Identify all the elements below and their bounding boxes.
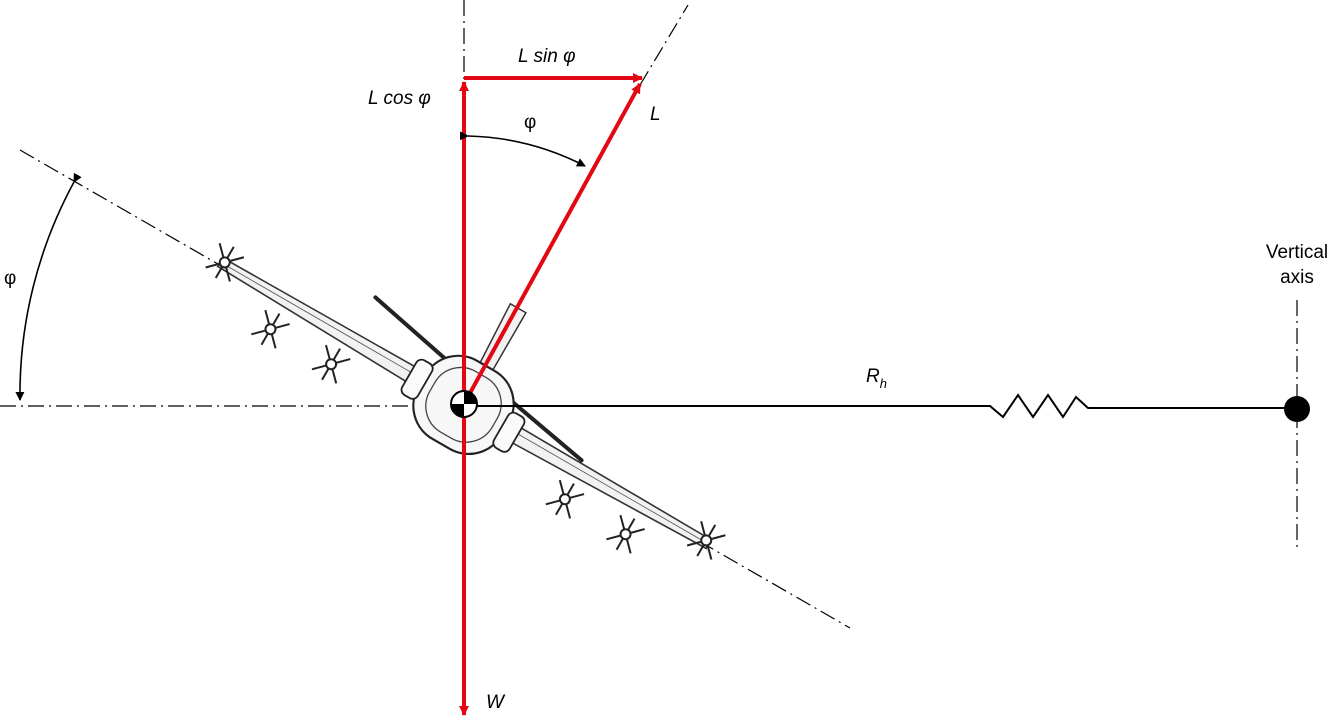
turn-radius-line xyxy=(464,393,1297,419)
phi-angle-arc-left xyxy=(15,172,82,401)
turn-radius-main: R xyxy=(866,366,880,387)
lift-extension-reference-line xyxy=(639,4,689,86)
weight-label: W xyxy=(486,692,506,713)
lift-label: L xyxy=(650,104,661,125)
turn-radius-label: Rh xyxy=(866,366,887,391)
vertical-axis-label-line1: Vertical xyxy=(1266,242,1328,263)
lift-vector xyxy=(462,83,642,405)
right-stores xyxy=(545,479,726,560)
right-wing xyxy=(492,415,711,550)
lift-cos-label: L cos φ xyxy=(368,88,431,109)
phi-top-label: φ xyxy=(524,112,536,133)
right-intake xyxy=(492,411,526,453)
lift-sin-label: L sin φ xyxy=(518,46,575,67)
left-intake xyxy=(400,358,434,400)
phi-left-label: φ xyxy=(4,268,16,289)
vertical-axis-pivot xyxy=(1284,396,1310,422)
tail-left xyxy=(373,295,455,367)
phi-angle-arc-top xyxy=(459,131,586,167)
left-stores xyxy=(205,243,351,384)
left-wing xyxy=(216,257,435,394)
vertical-axis-label-line2: axis xyxy=(1280,267,1314,288)
turn-radius-subscript: h xyxy=(880,376,887,391)
cg-symbol xyxy=(450,390,478,418)
